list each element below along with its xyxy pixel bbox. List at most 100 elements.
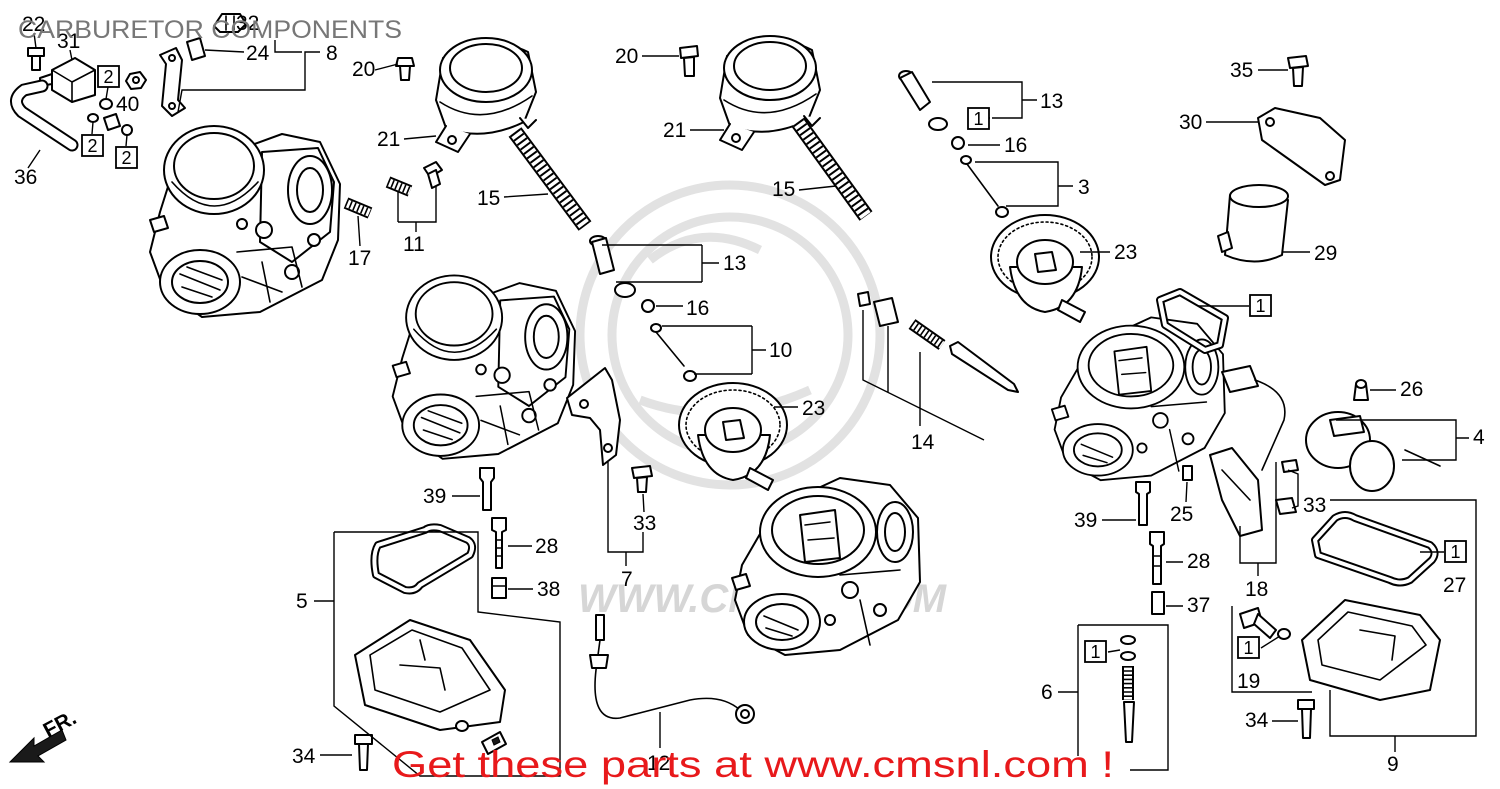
callout-39-right: 39 — [1074, 509, 1097, 532]
callout-36: 36 — [14, 166, 37, 189]
promo-text: Get these parts at www.cmsnl.com ! — [392, 744, 1114, 785]
callout-21-center: 21 — [663, 119, 686, 142]
spring-seat-16-left — [641, 299, 655, 313]
clip-24 — [186, 37, 206, 61]
boxed-callout-text: 1 — [1450, 542, 1460, 562]
screw-19 — [1239, 607, 1291, 640]
fitting-31 — [39, 57, 96, 103]
callout-11: 11 — [403, 233, 425, 256]
boxed-callout-1-a: 1 — [967, 107, 990, 130]
spring-17 — [343, 197, 373, 219]
float-chamber-left — [354, 619, 506, 732]
boxed-callout-1-d: 1 — [1084, 640, 1107, 663]
screw-33-left — [631, 465, 653, 493]
carburetor-assembly-1 — [149, 125, 341, 318]
callout-35: 35 — [1230, 59, 1253, 82]
float-chamber-right — [1301, 599, 1441, 701]
nut-40 — [125, 71, 147, 90]
callout-5: 5 — [296, 590, 308, 613]
screw-20-left — [395, 57, 415, 81]
plate-30 — [1257, 107, 1346, 186]
callout-28-left: 28 — [535, 535, 558, 558]
callout-15-center: 15 — [772, 178, 795, 201]
boxed-callout-text: 2 — [103, 67, 113, 87]
float-chamber-gasket-right — [1311, 511, 1439, 587]
jet-needle-3 — [960, 155, 1009, 218]
callout-6: 6 — [1041, 681, 1053, 704]
callout-37: 37 — [1187, 594, 1210, 617]
boxed-callouts: 2 2 2 1 1 1 1 1 — [81, 65, 1467, 663]
boxed-callout-1-e: 1 — [1237, 636, 1260, 659]
boxed-callout-text: 1 — [1090, 642, 1100, 662]
callout-33-right: 33 — [1303, 494, 1326, 517]
callout-12: 12 — [647, 752, 670, 775]
bulb-26 — [1353, 379, 1369, 401]
screw-20-center — [679, 45, 699, 77]
float-chamber-gasket-left — [370, 523, 477, 595]
jet-39-right — [1135, 481, 1151, 526]
washers-2 — [87, 98, 133, 136]
callout-38: 38 — [537, 578, 560, 601]
callout-20-left: 20 — [352, 58, 375, 81]
diaphragm-23-right — [990, 214, 1100, 323]
jet-needle-10 — [650, 323, 697, 382]
boxed-callout-text: 1 — [973, 109, 983, 129]
jet-39-left — [479, 467, 495, 511]
screws-33-right — [1275, 459, 1299, 515]
screw-34-left — [354, 734, 373, 771]
drain-screw-left — [481, 731, 507, 755]
screw-11 — [423, 161, 443, 189]
jet-28-right — [1149, 531, 1165, 585]
jet-28-left — [491, 517, 507, 569]
callout-3: 3 — [1078, 176, 1090, 199]
front-direction-arrow: FR. — [8, 706, 80, 763]
callout-34-right: 34 — [1245, 709, 1269, 732]
throttle-cable-12 — [589, 614, 755, 724]
boxed-callout-2-b: 2 — [81, 134, 104, 157]
boxed-callout-1-c: 1 — [1444, 540, 1467, 563]
callout-16-left: 16 — [686, 297, 709, 320]
boxed-callout-text: 1 — [1255, 296, 1265, 316]
carburetor-assembly-3 — [731, 477, 921, 656]
callout-34-left: 34 — [292, 745, 316, 768]
boxed-callout-1-b: 1 — [1249, 294, 1272, 317]
needle-jet-holder-13-left — [589, 235, 636, 298]
boxed-callout-2-c: 2 — [115, 146, 138, 169]
callout-33-left: 33 — [633, 512, 656, 535]
callout-27: 27 — [1443, 574, 1466, 597]
pulley-4 — [1305, 411, 1441, 492]
boxed-callout-text: 2 — [87, 136, 97, 156]
callout-7: 7 — [621, 568, 633, 591]
callout-32: 32 — [236, 12, 259, 35]
callout-30: 30 — [1179, 111, 1202, 134]
callout-31: 31 — [57, 30, 80, 53]
carburetor-assembly-2 — [391, 274, 577, 460]
pilot-screw-set-6 — [1120, 635, 1136, 743]
callout-17: 17 — [348, 247, 371, 270]
fuel-hose-36 — [10, 79, 79, 152]
callout-20-center: 20 — [615, 45, 638, 68]
throttle-link-8 — [159, 47, 186, 117]
screw-22 — [27, 47, 45, 71]
callout-24: 24 — [246, 42, 270, 65]
callout-8: 8 — [326, 42, 338, 65]
callout-39-left: 39 — [423, 485, 446, 508]
spring-15-center — [791, 117, 873, 221]
callout-23-right: 23 — [1114, 241, 1137, 264]
callout-29: 29 — [1314, 242, 1337, 265]
screw-set-14 — [857, 291, 1019, 393]
sensor-18 — [1209, 365, 1286, 537]
spring-11 — [385, 176, 413, 197]
callout-10: 10 — [769, 339, 792, 362]
bracket-7 — [566, 367, 621, 466]
callout-19: 19 — [1237, 670, 1260, 693]
callout-25: 25 — [1170, 503, 1193, 526]
boxed-callout-2-a: 2 — [97, 65, 120, 88]
boxed-callout-text: 2 — [121, 148, 131, 168]
gasket-1-top — [1156, 288, 1229, 354]
callout-13-left: 13 — [723, 252, 746, 275]
callout-40: 40 — [116, 93, 139, 116]
callout-14: 14 — [911, 431, 935, 454]
callout-28-right: 28 — [1187, 550, 1210, 573]
